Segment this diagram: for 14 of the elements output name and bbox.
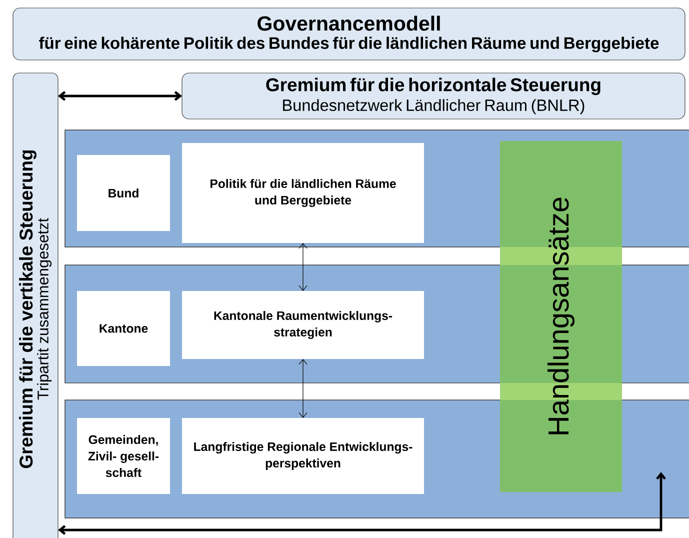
level-box: Kantone xyxy=(77,291,170,366)
level-box: Bund xyxy=(77,155,170,231)
arrow xyxy=(298,359,308,418)
horizontal-committee-box: Gremium für die horizontale Steuerung Bundesnetzwerk Ländlicher Raum (BNLR) xyxy=(182,72,686,120)
strategy-box: Politik für die ländlichen Räume und Berggebiete xyxy=(182,143,424,243)
action-column: Handlungsansätze xyxy=(500,141,622,492)
arrow xyxy=(298,243,308,291)
title-box: Governancemodell für eine kohärente Politik des Bundes für die ländlichen Räume und Berggebiete xyxy=(12,8,686,60)
arrow xyxy=(58,91,182,101)
strategy-box: Kantonale Raumentwicklungs- strategien xyxy=(182,291,424,359)
arrow xyxy=(58,472,666,535)
vertical-committee-box: Gremium für die vertikale Steuerung Tripartit zusammengesetzt xyxy=(12,72,58,538)
strategy-box: Langfristige Regionale Entwicklungs- perspektiven xyxy=(182,418,424,494)
level-box: Gemeinden, Zivil- gesell- schaft xyxy=(77,418,170,494)
